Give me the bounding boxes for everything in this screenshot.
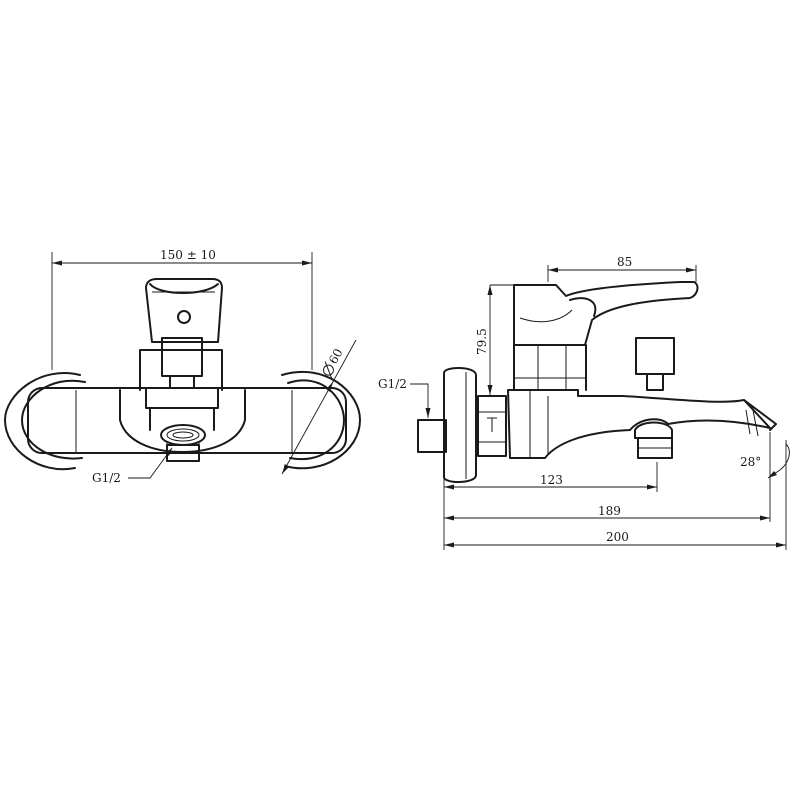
cartridge [139, 337, 223, 391]
rear-knob [635, 337, 675, 391]
side-wall-flange [443, 367, 477, 483]
width-dimension: 150 ± 10 [51, 248, 313, 370]
front-thread-callout: G1/2 [92, 447, 173, 485]
indicator-dot-icon [177, 310, 191, 324]
side-thread-label: G1/2 [378, 377, 407, 391]
lever-handle [145, 278, 223, 343]
angle-label: 28° [740, 455, 761, 469]
side-lever-handle [513, 281, 699, 346]
side-mixer-body [507, 389, 771, 459]
central-housing [119, 389, 246, 453]
width-label: 150 ± 10 [160, 248, 216, 262]
diverter-knob [634, 421, 673, 459]
dimension-200-label: 200 [606, 530, 629, 544]
handle-dimension: 85 [547, 255, 697, 282]
dimension-189: 189 [444, 504, 770, 521]
handle-label: 85 [617, 255, 632, 269]
front-thread-label: G1/2 [92, 471, 121, 485]
diameter-symbol-icon [322, 364, 334, 376]
inlet-pipe [417, 419, 447, 453]
hex-nut [477, 395, 507, 457]
side-cartridge [513, 344, 587, 391]
height-label: 79.5 [475, 328, 489, 355]
diameter-dimension: 60 [281, 339, 357, 475]
dimension-200: 200 [444, 530, 786, 548]
diameter-label: 60 [326, 346, 346, 366]
front-view: 150 ± 10 60 G1/2 [4, 248, 361, 485]
dimension-123: 123 [444, 473, 657, 490]
left-wall-flange [4, 372, 86, 471]
dimension-123-label: 123 [540, 473, 563, 487]
side-thread-callout: G1/2 [378, 377, 431, 418]
right-wall-flange [281, 370, 361, 470]
height-dimension: 79.5 [475, 284, 514, 395]
outlet-aerator [160, 424, 206, 462]
side-view: 85 79.5 G1/2 28° [378, 255, 790, 550]
dimension-189-label: 189 [598, 504, 621, 518]
spout-tip [743, 399, 777, 437]
angle-dimension: 28° [740, 443, 790, 479]
